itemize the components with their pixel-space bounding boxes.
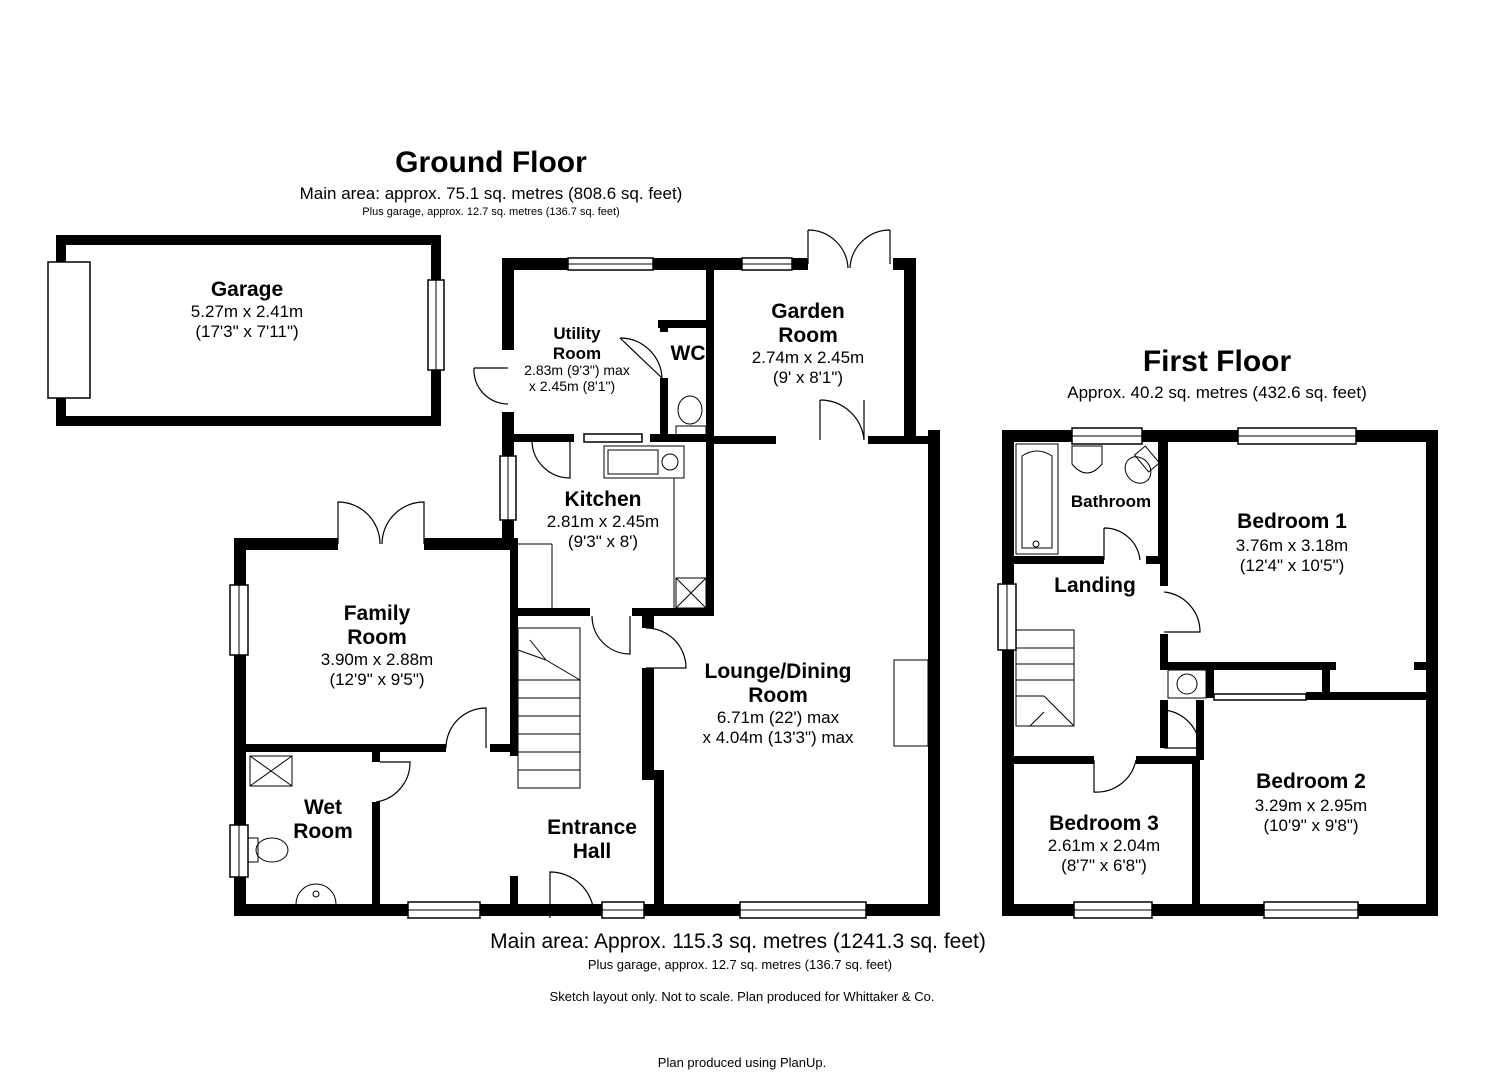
room-name-lounge-1: Lounge/Dining	[704, 660, 852, 683]
first-floor-title: First Floor	[1142, 345, 1292, 378]
bathroom-fittings	[1015, 443, 1161, 555]
room-dims-kitchen-imperial: (9'3" x 8')	[567, 532, 639, 551]
plan-credit: Plan produced using PlanUp.	[657, 1055, 827, 1070]
first-floor-stairs	[1015, 629, 1075, 727]
room-dims-bedroom-1-imperial: (12'4" x 10'5")	[1239, 556, 1345, 575]
ground-stairs	[517, 627, 581, 789]
ground-floor-garage-area: Plus garage, approx. 12.7 sq. metres (13…	[362, 206, 620, 218]
room-name-wc: WC	[670, 342, 706, 365]
disclaimer-note: Sketch layout only. Not to scale. Plan p…	[549, 989, 935, 1004]
room-name-family-room: Family Room	[344, 602, 411, 650]
room-dims-garage-imperial: (17'3" x 7'11")	[195, 322, 299, 341]
ground-floor-title: Ground Floor	[395, 146, 587, 179]
room-dims-bedroom-3-imperial: (8'7" x 6'8")	[1061, 856, 1147, 875]
wc-toilet	[675, 395, 707, 437]
room-dims-bedroom-3: 2.61m x 2.04m	[1047, 836, 1161, 855]
room-dims-bedroom-1: 3.76m x 3.18m	[1235, 536, 1349, 555]
room-name-garage: Garage	[210, 278, 284, 301]
room-name-lounge: Lounge/Dining Room	[705, 660, 852, 708]
room-name-family-1: Family	[343, 602, 411, 625]
room-name-wet-room: Wet Room	[293, 796, 353, 844]
first-floor-doors	[1093, 527, 1201, 793]
room-name-garden-1: Garden	[771, 300, 845, 323]
room-name-bathroom: Bathroom	[1070, 492, 1152, 511]
room-dims-utility-2: x 2.45m (8'1")	[528, 378, 616, 394]
room-name-utility-2: Room	[552, 343, 602, 363]
room-dims-garden-room-imperial: (9' x 8'1")	[772, 368, 844, 387]
room-name-bedroom-3: Bedroom 3	[1049, 812, 1159, 835]
room-dims-family-room-imperial: (12'9" x 9'5")	[329, 670, 425, 689]
wet-room-fittings	[247, 755, 337, 905]
room-name-utility-1: Utility	[553, 324, 601, 343]
room-dims-kitchen: 2.81m x 2.45m	[546, 512, 660, 531]
room-name-wet-1: Wet	[303, 796, 343, 819]
room-name-garden-room: Garden Room	[771, 300, 845, 348]
room-name-family-2: Room	[347, 626, 407, 650]
room-name-entrance-hall: Entrance Hall	[547, 816, 637, 864]
room-name-kitchen: Kitchen	[564, 488, 642, 511]
first-floor-area: Approx. 40.2 sq. metres (432.6 sq. feet)	[1067, 383, 1367, 402]
ground-floor-area: Main area: approx. 75.1 sq. metres (808.…	[299, 184, 683, 203]
room-dims-bedroom-2: 3.29m x 2.95m	[1254, 796, 1368, 815]
kitchen-fittings	[518, 445, 707, 609]
landing-cylinder	[1167, 669, 1207, 699]
room-dims-bedroom-2-imperial: (10'9" x 9'8")	[1263, 816, 1359, 835]
room-name-wet-2: Room	[293, 820, 353, 844]
room-name-lounge-2: Room	[748, 684, 808, 708]
total-garage-area: Plus garage, approx. 12.7 sq. metres (13…	[587, 957, 893, 972]
room-dims-garden-room: 2.74m x 2.45m	[751, 348, 865, 367]
room-dims-garage: 5.27m x 2.41m	[190, 302, 304, 321]
room-name-bedroom-2: Bedroom 2	[1256, 770, 1366, 793]
garage-door	[47, 261, 91, 399]
room-name-utility: Utility Room	[553, 324, 601, 363]
room-name-landing: Landing	[1054, 574, 1136, 597]
room-name-garden-2: Room	[778, 324, 838, 348]
room-name-hall-1: Entrance	[547, 816, 637, 839]
room-dims-lounge: 6.71m (22') max	[716, 708, 840, 727]
room-dims-lounge-2: x 4.04m (13'3") max	[702, 728, 854, 747]
room-dims-utility: 2.83m (9'3") max	[524, 362, 630, 378]
room-dims-family-room: 3.90m x 2.88m	[320, 650, 434, 669]
ground-floor-doors	[337, 229, 891, 918]
fireplace	[893, 659, 929, 747]
total-area: Main area: Approx. 115.3 sq. metres (124…	[490, 930, 986, 953]
room-name-bedroom-1: Bedroom 1	[1237, 510, 1347, 533]
room-name-hall-2: Hall	[572, 840, 612, 864]
